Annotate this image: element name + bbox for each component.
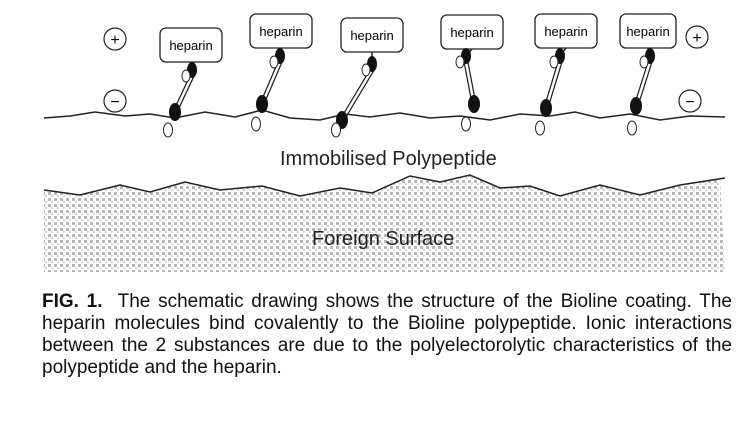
negative-charge-icon: − xyxy=(678,89,702,113)
caption-label: FIG. 1. xyxy=(42,291,103,312)
negative-charge-icon: − xyxy=(103,89,127,113)
bioline-coating-diagram: Immobilised Polypeptide Foreign Surface … xyxy=(43,13,726,272)
polypeptide-label: Immobilised Polypeptide xyxy=(280,148,497,170)
svg-text:+: + xyxy=(110,32,119,49)
caption-text: The schematic drawing shows the structur… xyxy=(42,291,732,378)
heparin-label: heparin xyxy=(350,28,393,43)
heparin-label: heparin xyxy=(169,38,212,53)
figure-caption: FIG. 1. The schematic drawing shows the … xyxy=(42,291,732,379)
heparin-label: heparin xyxy=(626,24,669,39)
heparin-molecules: heparin heparin heparin heparin heparin hepar… xyxy=(159,13,677,138)
surface-label: Foreign Surface xyxy=(312,228,454,250)
polypeptide-top-edge xyxy=(43,109,726,121)
positive-charge-icon: + xyxy=(685,25,709,49)
foreign-surface-layer xyxy=(44,175,725,272)
heparin-molecule-icon: heparin xyxy=(331,17,404,138)
heparin-molecule-icon: heparin xyxy=(249,13,313,132)
positive-charge-icon: + xyxy=(103,27,127,51)
heparin-label: heparin xyxy=(450,25,493,40)
heparin-label: heparin xyxy=(259,24,302,39)
svg-text:+: + xyxy=(692,30,701,47)
heparin-label: heparin xyxy=(544,24,587,39)
heparin-molecule-icon: heparin xyxy=(440,14,504,132)
heparin-molecule-icon: heparin xyxy=(619,13,677,136)
svg-text:−: − xyxy=(110,94,119,111)
heparin-molecule-icon: heparin xyxy=(534,13,598,136)
svg-text:−: − xyxy=(685,94,694,111)
polypeptide-bottom-edge xyxy=(43,174,726,197)
heparin-molecule-icon: heparin xyxy=(159,27,223,138)
